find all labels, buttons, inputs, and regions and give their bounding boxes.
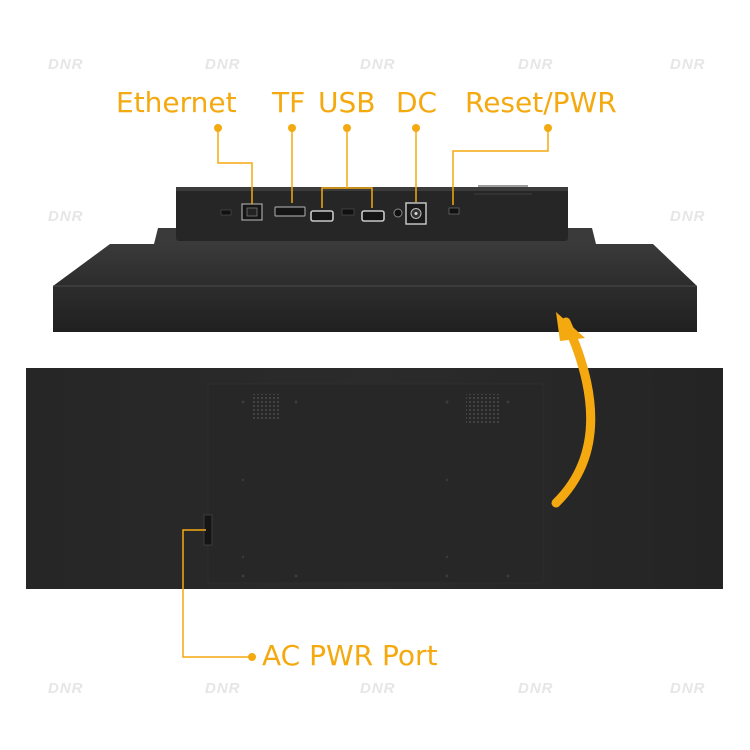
led-indicator — [393, 208, 403, 218]
watermark-logo: DNR — [670, 680, 706, 697]
vent-grille-right — [466, 394, 499, 424]
monitor-front-edge — [53, 286, 697, 332]
watermark-logo: DNR — [360, 680, 396, 697]
indicator-slot — [341, 208, 355, 216]
watermark-logo: DNR — [518, 680, 554, 697]
watermark-logo: DNR — [48, 56, 84, 73]
reset-pwr-button — [448, 207, 460, 215]
usb-label: USB — [318, 86, 376, 119]
watermark-logo: DNR — [518, 56, 554, 73]
dc-label: DC — [396, 86, 438, 119]
vent-grille-left — [253, 394, 279, 420]
vent-slots — [474, 185, 532, 195]
watermark-logo: DNR — [360, 56, 396, 73]
callout-lines — [182, 128, 549, 658]
callout-dots — [214, 124, 552, 661]
watermark-logo: DNR — [48, 680, 84, 697]
ac-pwr-port-label: AC PWR Port — [262, 639, 438, 672]
rotation-arrowhead — [556, 312, 585, 341]
usb-port-1 — [310, 210, 334, 222]
ethernet-label: Ethernet — [116, 86, 237, 119]
watermark-logo: DNR — [205, 56, 241, 73]
watermark-logo: DNR — [670, 56, 706, 73]
tf-card-slot — [274, 206, 306, 217]
watermark-logo: DNR — [670, 208, 706, 225]
monitor-back-view — [26, 368, 723, 589]
watermark-logo: DNR — [205, 680, 241, 697]
monitor-angled-view — [53, 185, 697, 332]
watermark-logo: DNR — [48, 208, 84, 225]
button-slot-left — [220, 209, 232, 216]
monitor-back-surface — [53, 244, 697, 286]
reset-pwr-label: Reset/PWR — [465, 86, 617, 119]
rotation-arrow — [551, 317, 596, 508]
usb-port-2 — [361, 210, 385, 222]
tf-label: TF — [272, 86, 306, 119]
